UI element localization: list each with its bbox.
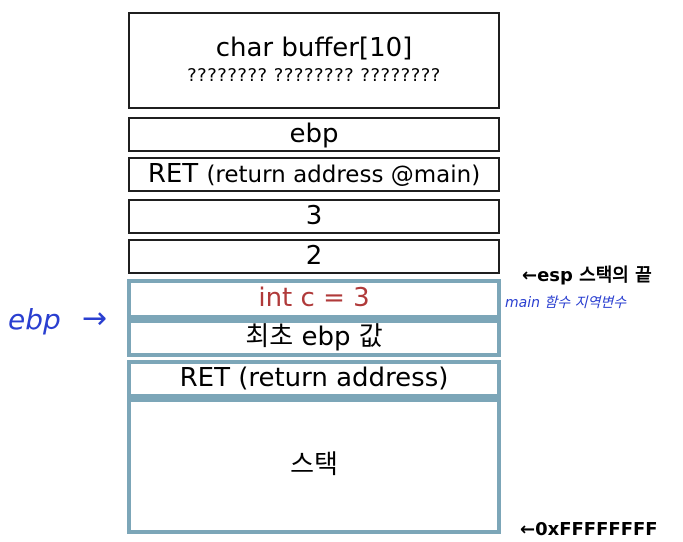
arg3-box: 3 <box>128 199 500 234</box>
ret-main-keyword: RET <box>147 158 199 189</box>
local-c-label: int c = 3 <box>258 283 370 314</box>
address-label: ←0xFFFFFFFF <box>520 519 658 540</box>
arg2-box: 2 <box>128 239 500 274</box>
stack-base-label: 스택 <box>290 450 338 481</box>
ebp-handwritten: ebp <box>8 303 61 336</box>
ret-main-paren: (return address @main) <box>206 161 481 188</box>
ret-box: RET (return address) <box>127 360 501 398</box>
ret-label: RET (return address) <box>179 363 449 394</box>
local-var-note: main 함수 지역변수 <box>505 295 627 311</box>
ebp-arrow-icon: → <box>82 301 108 336</box>
buffer-title: char buffer[10] <box>215 33 413 64</box>
ret-main-box: RET (return address @main) <box>128 157 500 192</box>
stack-base-box: 스택 <box>127 398 501 534</box>
buffer-content: ???????? ???????? ???????? <box>187 64 441 86</box>
esp-label: ←esp 스택의 끝 <box>522 265 652 286</box>
initial-ebp-box: 최초 ebp 값 <box>127 319 501 357</box>
local-c-box: int c = 3 <box>127 279 501 319</box>
ebp-label: ebp <box>289 118 339 149</box>
initial-ebp-label: 최초 ebp 값 <box>245 322 383 353</box>
ret-main-label: RET (return address @main) <box>147 158 481 189</box>
arg3-label: 3 <box>305 200 323 231</box>
ebp-box: ebp <box>128 117 500 152</box>
arg2-label: 2 <box>305 240 323 271</box>
buffer-box: char buffer[10] ???????? ???????? ??????… <box>128 12 500 109</box>
